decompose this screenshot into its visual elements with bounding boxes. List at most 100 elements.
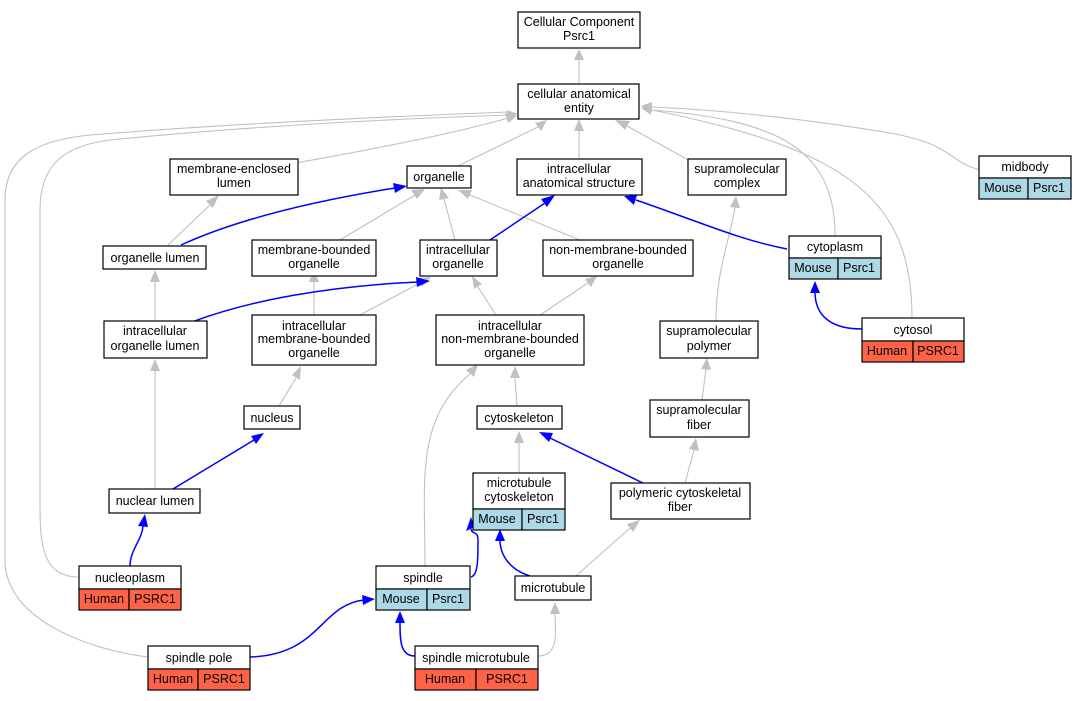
node-label: non-membrane-bounded <box>549 243 687 257</box>
node-label: intracellular <box>123 324 187 338</box>
node-microtubule[interactable]: microtubule <box>514 575 592 601</box>
node-intracellular-non-membrane-bounded-organelle[interactable]: intracellular non-membrane-bounded organ… <box>435 314 585 366</box>
node-cytoskeleton[interactable]: cytoskeleton <box>476 405 563 430</box>
edge-iol-io <box>191 281 419 323</box>
node-nuclear-lumen[interactable]: nuclear lumen <box>108 488 201 514</box>
node-non-membrane-bounded-organelle[interactable]: non-membrane-bounded organelle <box>542 239 694 277</box>
node-label: organelle <box>288 257 339 271</box>
node-label: supramolecular <box>666 324 751 338</box>
node-label: organelle lumen <box>111 251 200 265</box>
edge-microtubule-pcf <box>575 527 631 577</box>
node-intracellular-anatomical-structure[interactable]: intracellular anatomical structure <box>516 158 643 196</box>
node-cellular-component-root[interactable]: Cellular Component Psrc1 <box>517 11 641 49</box>
node-label: spindle microtubule <box>422 651 530 665</box>
node-label: midbody <box>1001 160 1049 174</box>
node-nucleoplasm[interactable]: nucleoplasm Human PSRC1 <box>78 565 182 611</box>
node-label: membrane-bounded <box>258 332 371 346</box>
node-intracellular-membrane-bounded-organelle[interactable]: intracellular membrane-bounded organelle <box>251 314 377 366</box>
node-organelle[interactable]: organelle <box>406 165 472 189</box>
node-cytosol[interactable]: cytosol Human PSRC1 <box>861 317 965 363</box>
node-nucleus[interactable]: nucleus <box>243 405 301 430</box>
gene-label: Psrc1 <box>843 261 875 275</box>
node-label: anatomical structure <box>523 176 636 190</box>
edge-cytoplasm-ias <box>635 199 788 250</box>
node-spindle[interactable]: spindle Mouse Psrc1 <box>375 565 471 611</box>
node-cytoplasm[interactable]: cytoplasm Mouse Psrc1 <box>788 235 882 280</box>
node-label: organelle <box>592 257 643 271</box>
edge-smc-cae <box>626 125 693 163</box>
species-label: Mouse <box>984 181 1022 195</box>
node-membrane-enclosed-lumen[interactable]: membrane-enclosed lumen <box>169 158 299 196</box>
node-label: fiber <box>668 500 692 514</box>
edge-mel-cae <box>294 117 509 164</box>
edge-nuclum-nucleus <box>172 439 255 490</box>
node-label: entity <box>564 101 595 115</box>
node-label: complex <box>714 176 761 190</box>
node-label: intracellular <box>282 319 346 333</box>
node-label: organelle <box>484 346 535 360</box>
node-label: nuclear lumen <box>116 494 195 508</box>
node-polymeric-cytoskeletal-fiber[interactable]: polymeric cytoskeletal fiber <box>610 482 751 520</box>
node-cellular-anatomical-entity[interactable]: cellular anatomical entity <box>517 83 640 120</box>
node-supramolecular-complex[interactable]: supramolecular complex <box>687 158 787 196</box>
edge-cytoplasm-cae <box>651 109 836 237</box>
edge-inmbo-nmbo <box>539 282 589 316</box>
is-a-edges <box>4 49 981 658</box>
gene-label: Psrc1 <box>1033 181 1065 195</box>
edge-cytosol-cae <box>651 109 913 319</box>
edge-microtubule-mtc <box>499 539 531 577</box>
gene-label: Psrc1 <box>432 592 464 606</box>
edge-smt-microtubule <box>537 612 557 657</box>
node-label: intracellular <box>426 243 490 257</box>
node-label: membrane-bounded <box>258 243 371 257</box>
node-label: organelle <box>288 346 339 360</box>
node-label: cytoskeleton <box>484 490 554 504</box>
node-supramolecular-fiber[interactable]: supramolecular fiber <box>649 399 750 438</box>
node-label: nucleoplasm <box>95 571 165 585</box>
edge-smf-smp <box>701 368 707 401</box>
edge-nucleoplasm-cae <box>39 114 509 578</box>
node-membrane-bounded-organelle[interactable]: membrane-bounded organelle <box>251 239 377 277</box>
edge-smt-spindle <box>399 621 416 657</box>
node-label: polymer <box>687 339 731 353</box>
node-spindle-microtubule[interactable]: spindle microtubule Human PSRC1 <box>414 645 539 691</box>
edge-mbo-org <box>339 194 416 241</box>
node-label: cytoskeleton <box>484 411 554 425</box>
node-label: microtubule <box>487 476 552 490</box>
node-organelle-lumen[interactable]: organelle lumen <box>102 245 207 270</box>
node-label: non-membrane-bounded <box>441 332 579 346</box>
node-microtubule-cytoskeleton[interactable]: microtubule cytoskeleton Mouse Psrc1 <box>472 472 566 531</box>
node-label: spindle <box>403 571 443 585</box>
gene-label: PSRC1 <box>203 672 245 686</box>
species-label: Human <box>84 592 124 606</box>
edge-io-ias <box>489 202 546 241</box>
node-label: lumen <box>217 176 251 190</box>
edge-orglum-org <box>180 187 396 246</box>
edge-pcf-smf <box>684 449 695 484</box>
species-label: Mouse <box>382 592 420 606</box>
edge-cytosol-cytoplasm <box>814 291 863 330</box>
node-midbody[interactable]: midbody Mouse Psrc1 <box>978 155 1072 200</box>
node-spindle-pole[interactable]: spindle pole Human PSRC1 <box>147 645 251 691</box>
node-label: cellular anatomical <box>527 87 631 101</box>
node-label: Psrc1 <box>563 29 595 43</box>
edge-imbo-io <box>359 282 421 316</box>
species-label: Human <box>867 344 907 358</box>
node-label: membrane-enclosed <box>177 162 291 176</box>
edge-spindle-inmbo <box>423 373 471 567</box>
node-intracellular-organelle-lumen[interactable]: intracellular organelle lumen <box>103 320 208 359</box>
node-label: supramolecular <box>694 162 779 176</box>
edge-org-cae <box>457 126 539 167</box>
node-supramolecular-polymer[interactable]: supramolecular polymer <box>659 320 759 359</box>
edge-spole-cae <box>4 111 509 658</box>
node-intracellular-organelle[interactable]: intracellular organelle <box>419 239 498 277</box>
edge-nucleoplasm-nuclum <box>129 525 144 567</box>
node-label: polymeric cytoskeletal <box>619 486 741 500</box>
species-label: Human <box>425 672 465 686</box>
gene-label: PSRC1 <box>134 592 176 606</box>
node-label: organelle lumen <box>111 339 200 353</box>
node-label: intracellular <box>547 162 611 176</box>
node-label: nucleus <box>250 411 293 425</box>
